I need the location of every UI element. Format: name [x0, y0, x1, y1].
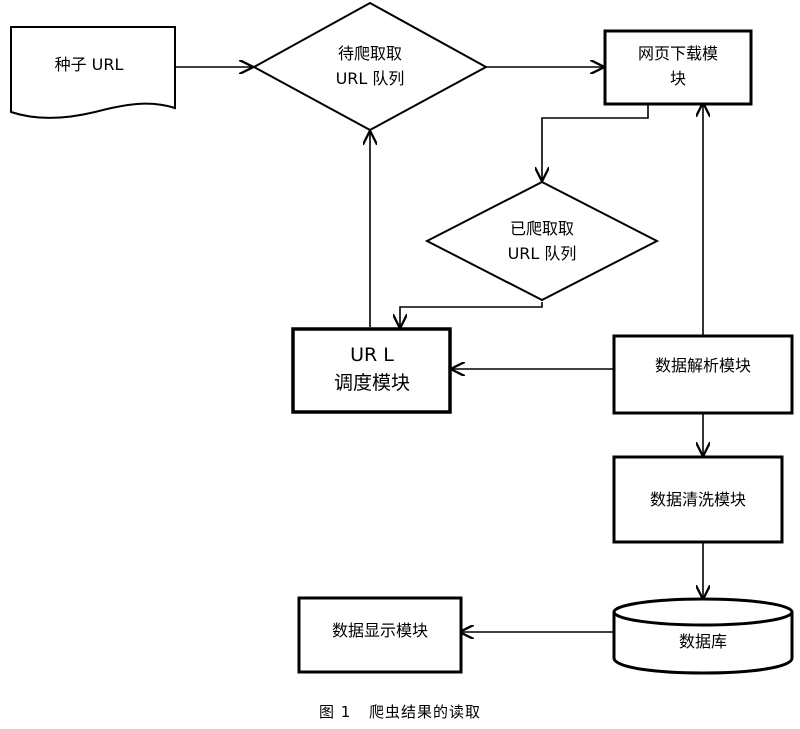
parse-module-label: 数据解析模块	[655, 356, 751, 375]
seed-url-label: 种子 URL	[55, 55, 124, 74]
figure-caption: 图 1 爬虫结果的读取	[0, 701, 800, 722]
display-module-label: 数据显示模块	[332, 621, 428, 640]
figure-number: 图 1	[318, 703, 352, 721]
database-node: 数据库	[612, 597, 794, 675]
pending-queue-label-line1: 待爬取取	[338, 44, 402, 63]
clean-module-label: 数据清洗模块	[650, 490, 746, 509]
crawled-queue-label-line2: URL 队列	[508, 244, 577, 263]
figure-title: 爬虫结果的读取	[369, 703, 482, 721]
pending-url-queue-node: 待爬取取 URL 队列	[251, 1, 489, 132]
download-module-node: 网页下载模 块	[603, 29, 753, 106]
clean-module-node: 数据清洗模块	[612, 455, 784, 544]
download-module-label-line2: 块	[670, 69, 686, 88]
download-module-label-line1: 网页下载模	[638, 44, 718, 63]
url-scheduler-label-line2: 调度模块	[334, 372, 410, 394]
url-scheduler-node: UR L 调度模块	[291, 327, 452, 414]
parse-module-node: 数据解析模块	[612, 334, 794, 415]
database-label: 数据库	[679, 632, 727, 651]
display-module-node: 数据显示模块	[297, 596, 463, 674]
seed-url-node: 种子 URL	[10, 26, 176, 119]
edge-crawled-to-scheduler	[400, 302, 543, 327]
crawled-queue-label-line1: 已爬取取	[510, 219, 574, 238]
crawled-url-queue-node: 已爬取取 URL 队列	[424, 180, 660, 302]
pending-queue-label-line2: URL 队列	[336, 69, 405, 88]
edge-download-to-crawled	[542, 104, 649, 180]
url-scheduler-label-line1: UR L	[350, 344, 394, 366]
